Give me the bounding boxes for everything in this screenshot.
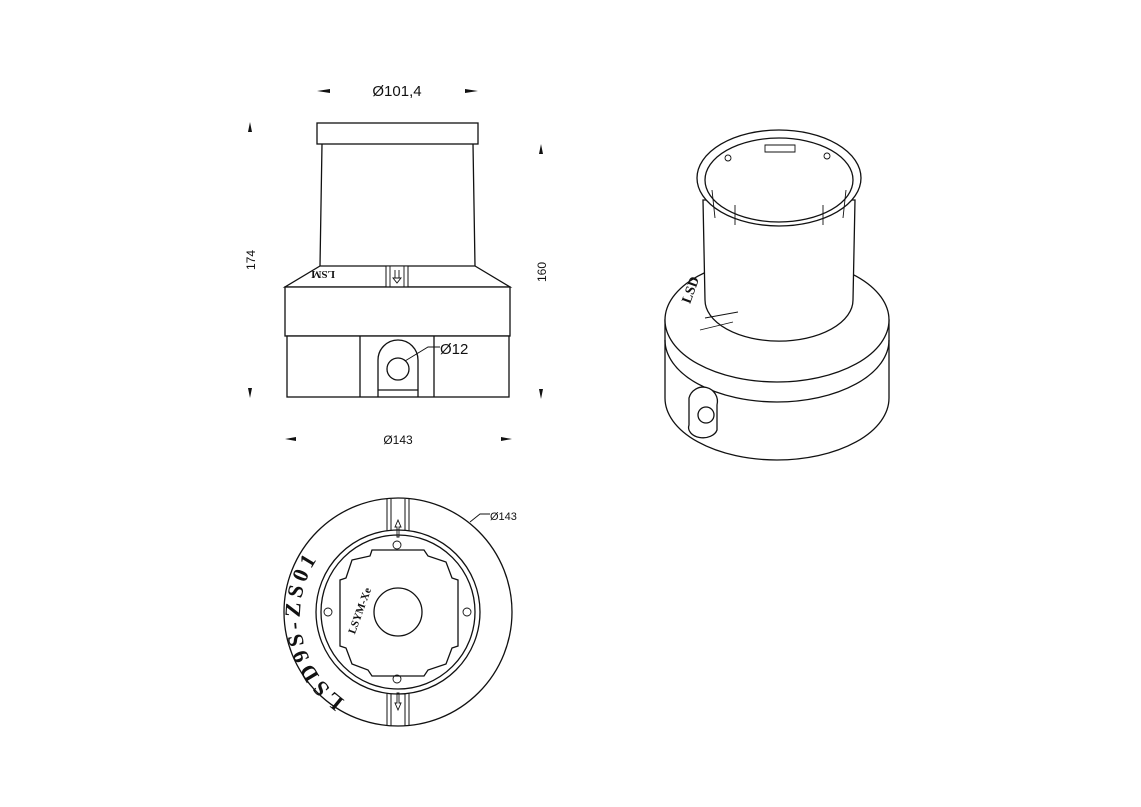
bayonet-outline: [339, 549, 459, 677]
arrow-down-icon: [389, 266, 405, 287]
iso-top-rim: [696, 129, 862, 227]
inner-ring: [320, 534, 476, 690]
outer-diameter-label: Ø143: [490, 511, 517, 523]
arrow-icons: [394, 518, 402, 712]
screw-icons: [323, 540, 472, 684]
inner-ring-outer: [315, 529, 481, 695]
emboss-text: LSM: [311, 268, 335, 280]
iso-inner-rim: [704, 137, 854, 223]
iso-slot: [699, 311, 739, 331]
base-band: [284, 286, 511, 337]
iso-inner-details: [711, 144, 847, 225]
center-hole: [373, 587, 423, 637]
iso-cable-lug: [687, 386, 719, 439]
leader-line: [469, 513, 490, 523]
total-height-label: 174: [244, 250, 258, 270]
top-diameter-label: Ø101,4: [372, 83, 421, 100]
panel-lines: [359, 336, 435, 397]
screw-icon: [823, 152, 831, 160]
upper-cylinder: [319, 143, 476, 267]
front-view: LSM Ø12 Ø101,4 Ø143 174 160: [244, 83, 549, 447]
body-height-label: 160: [535, 262, 549, 282]
band-line: [664, 339, 890, 403]
isometric-view: LSD: [664, 129, 890, 461]
cable-hole: [386, 357, 410, 381]
alignment-slot: [385, 265, 409, 288]
top-cap: [316, 122, 479, 145]
leader-line: [404, 346, 440, 362]
screw-icon: [724, 154, 732, 162]
base-diameter-label: Ø143: [383, 433, 413, 447]
cable-lug: [377, 339, 419, 397]
hole-diameter-label: Ø12: [440, 341, 468, 358]
base-box: [286, 335, 510, 398]
iso-cable-hole: [697, 406, 715, 424]
bottom-view: LSD9S-ZS01 LSYM-Xe Ø143: [280, 497, 517, 727]
